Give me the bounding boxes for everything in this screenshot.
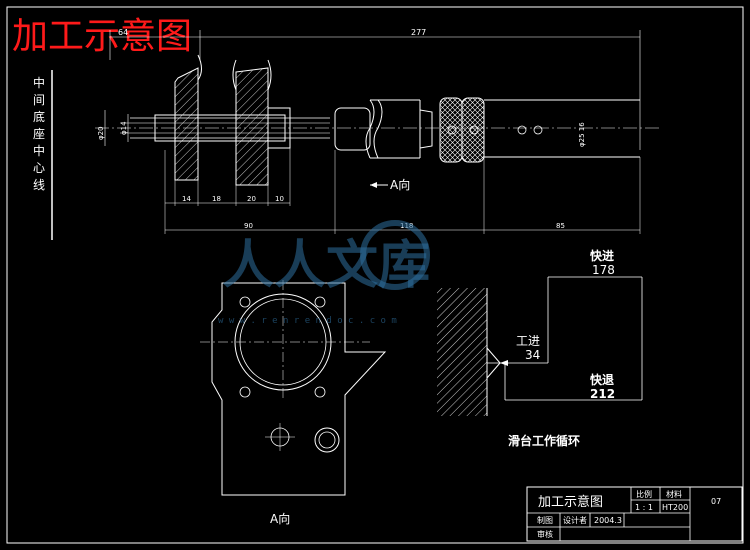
diameter-dims: φ20 φ14 (97, 110, 129, 146)
side-char: 线 (33, 178, 45, 192)
side-char: 间 (33, 93, 45, 107)
tb-check-label: 审核 (537, 529, 553, 539)
dim-18: 18 (212, 195, 221, 203)
dim-85: 85 (556, 222, 565, 230)
workpiece-section (120, 54, 330, 186)
fast-forward-value: 178 (592, 263, 615, 277)
side-char: 底 (33, 109, 45, 124)
tb-scale-label: 比例 (636, 489, 652, 499)
top-dimensions: 64 277 (109, 28, 641, 150)
dim-90: 90 (244, 222, 253, 230)
side-char: 中 (33, 143, 45, 158)
work-feed-label: 工进 (516, 334, 540, 348)
dim-phi20: φ20 (97, 126, 105, 140)
cycle-caption: 滑台工作循环 (508, 433, 580, 448)
drawing-frame (6, 6, 744, 544)
dim-phi-right: φ25 16 (578, 122, 586, 147)
tb-material-value: HT200 (662, 503, 688, 512)
watermark-text: 人人文库 (222, 236, 430, 296)
dim-277: 277 (411, 28, 426, 37)
dim-10: 10 (275, 195, 284, 203)
title-block (526, 486, 743, 542)
watermark-url: w w w . r e n r e n d o c . c o m (218, 316, 397, 326)
side-char: 座 (33, 126, 45, 141)
dim-14: 14 (182, 195, 191, 203)
tb-date: 2004.3 (594, 516, 622, 525)
dim-64: 64 (118, 28, 128, 37)
view-arrow: A向 (370, 177, 410, 192)
slide-cycle (437, 276, 643, 416)
tb-number: 07 (711, 497, 721, 506)
tb-drawn-label: 制图 (537, 515, 553, 525)
tb-name: 加工示意图 (538, 494, 603, 510)
tb-scale-value: 1 : 1 (635, 503, 653, 512)
dim-phi14: φ14 (120, 121, 128, 135)
work-feed-value: 34 (525, 348, 540, 362)
segment-dimensions: 14 18 20 10 (165, 148, 291, 206)
side-char: 心 (33, 161, 45, 175)
fast-return-label: 快退 (590, 372, 614, 387)
fast-forward-label: 快进 (590, 248, 614, 263)
view-arrow-label: A向 (390, 177, 410, 192)
tb-material-label: 材料 (666, 489, 682, 499)
side-char: 中 (33, 75, 45, 90)
a-view-part (200, 280, 387, 496)
fast-return-value: 212 (590, 387, 615, 401)
tool-spindle (334, 97, 640, 163)
view-a-label: A向 (270, 511, 290, 526)
dim-20: 20 (247, 195, 256, 203)
watermark-logo: 人人文库 w w w . r e n r e n d o c . c o m (218, 220, 430, 326)
tb-designer-label: 设计者 (563, 515, 587, 525)
drawing-title: 加工示意图 (12, 16, 192, 57)
centerline-label: 中 间 底 座 中 心 线 (33, 75, 45, 192)
